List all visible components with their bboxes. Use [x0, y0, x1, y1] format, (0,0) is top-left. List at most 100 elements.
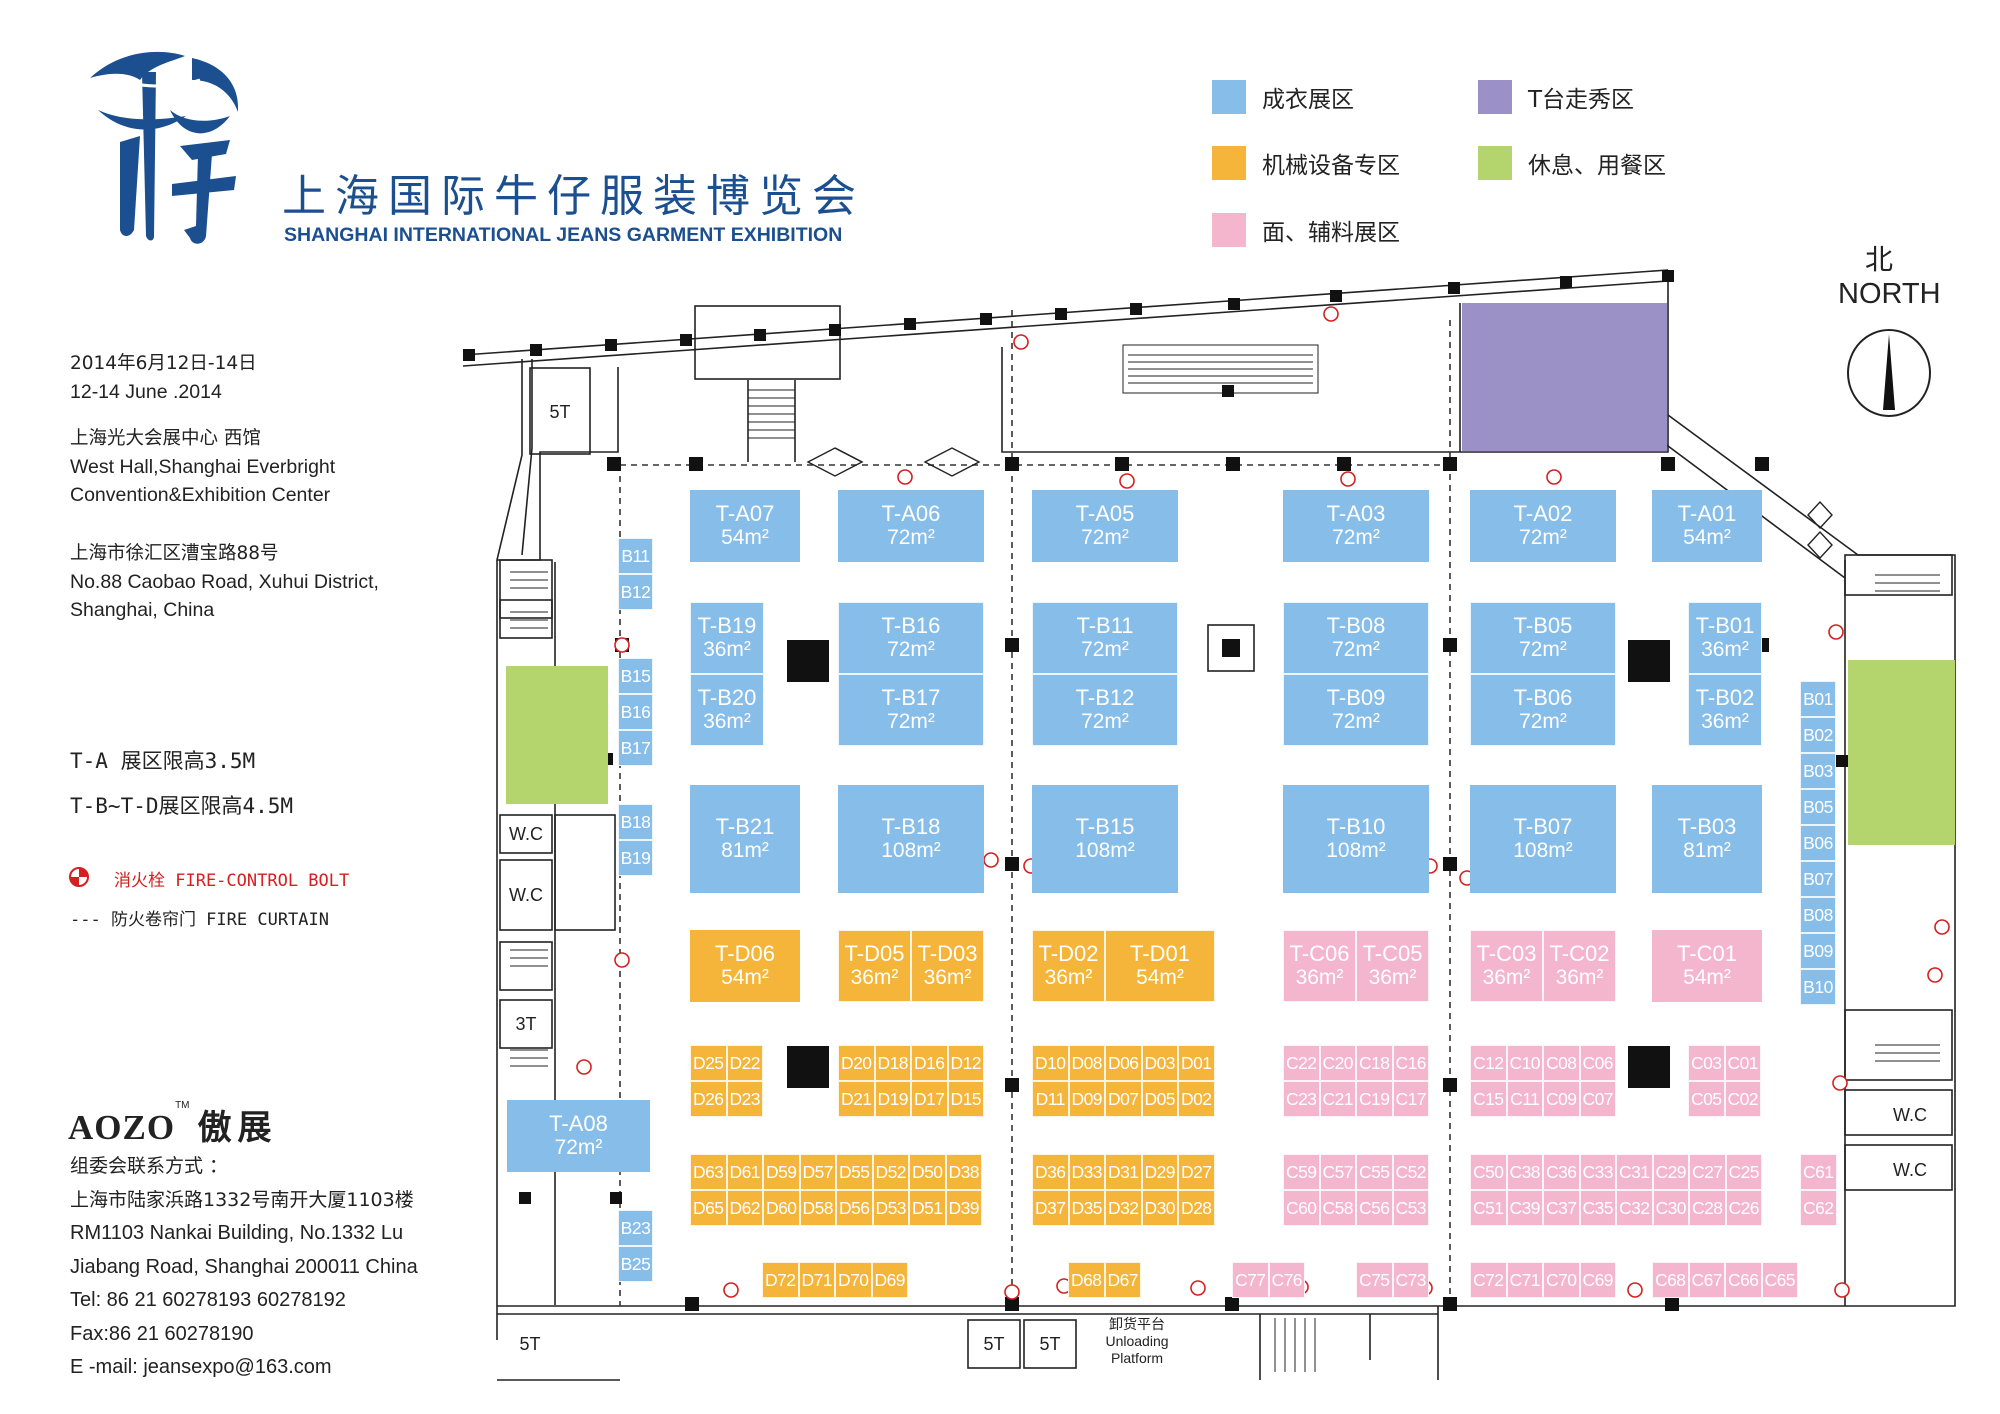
booth-b07[interactable]: B07 [1800, 861, 1836, 897]
booth-c53[interactable]: C53 [1392, 1190, 1429, 1226]
booth-c02[interactable]: C02 [1724, 1081, 1761, 1117]
booth-c37[interactable]: C37 [1543, 1190, 1580, 1226]
booth-d53[interactable]: D53 [872, 1190, 909, 1226]
booth-b25[interactable]: B25 [618, 1246, 653, 1282]
booth-d67[interactable]: D67 [1104, 1262, 1141, 1298]
booth-c62[interactable]: C62 [1800, 1190, 1837, 1226]
booth-c03[interactable]: C03 [1688, 1045, 1725, 1081]
booth-d70[interactable]: D70 [835, 1262, 872, 1298]
booth-d29[interactable]: D29 [1141, 1154, 1178, 1190]
booth-c55[interactable]: C55 [1356, 1154, 1393, 1190]
booth-d15[interactable]: D15 [947, 1081, 984, 1117]
booth-c73[interactable]: C73 [1392, 1262, 1429, 1298]
booth-d27[interactable]: D27 [1178, 1154, 1215, 1190]
booth-d65[interactable]: D65 [690, 1190, 727, 1226]
booth-d56[interactable]: D56 [836, 1190, 873, 1226]
booth-d72[interactable]: D72 [762, 1262, 799, 1298]
booth-c67[interactable]: C67 [1688, 1262, 1725, 1298]
booth-d69[interactable]: D69 [871, 1262, 908, 1298]
booth-b10[interactable]: B10 [1800, 969, 1836, 1005]
booth-c36[interactable]: C36 [1543, 1154, 1580, 1190]
booth-d59[interactable]: D59 [763, 1154, 800, 1190]
booth-d61[interactable]: D61 [726, 1154, 763, 1190]
booth-c60[interactable]: C60 [1283, 1190, 1320, 1226]
booth-c05[interactable]: C05 [1688, 1081, 1725, 1117]
booth-c59[interactable]: C59 [1283, 1154, 1320, 1190]
booth-c38[interactable]: C38 [1506, 1154, 1543, 1190]
booth-d12[interactable]: D12 [947, 1045, 984, 1081]
booth-d03[interactable]: D03 [1141, 1045, 1178, 1081]
booth-c17[interactable]: C17 [1392, 1081, 1429, 1117]
booth-d22[interactable]: D22 [726, 1045, 763, 1081]
booth-d11[interactable]: D11 [1032, 1081, 1069, 1117]
booth-d33[interactable]: D33 [1068, 1154, 1105, 1190]
booth-c77[interactable]: C77 [1232, 1262, 1269, 1298]
booth-c28[interactable]: C28 [1689, 1190, 1726, 1226]
booth-b09[interactable]: B09 [1800, 933, 1836, 969]
booth-c21[interactable]: C21 [1319, 1081, 1356, 1117]
booth-d09[interactable]: D09 [1068, 1081, 1105, 1117]
booth-c68[interactable]: C68 [1652, 1262, 1689, 1298]
booth-c15[interactable]: C15 [1470, 1081, 1507, 1117]
booth-d57[interactable]: D57 [799, 1154, 836, 1190]
booth-c27[interactable]: C27 [1689, 1154, 1726, 1190]
booth-d58[interactable]: D58 [799, 1190, 836, 1226]
booth-d60[interactable]: D60 [763, 1190, 800, 1226]
booth-d16[interactable]: D16 [911, 1045, 948, 1081]
booth-d62[interactable]: D62 [726, 1190, 763, 1226]
booth-b18[interactable]: B18 [618, 804, 653, 840]
booth-d07[interactable]: D07 [1105, 1081, 1142, 1117]
booth-d50[interactable]: D50 [909, 1154, 946, 1190]
booth-c12[interactable]: C12 [1470, 1045, 1507, 1081]
booth-d25[interactable]: D25 [690, 1045, 727, 1081]
booth-c61[interactable]: C61 [1800, 1154, 1837, 1190]
booth-c11[interactable]: C11 [1506, 1081, 1543, 1117]
booth-d19[interactable]: D19 [874, 1081, 911, 1117]
booth-d68[interactable]: D68 [1068, 1262, 1105, 1298]
booth-d35[interactable]: D35 [1068, 1190, 1105, 1226]
booth-b12[interactable]: B12 [618, 574, 653, 610]
booth-c75[interactable]: C75 [1356, 1262, 1393, 1298]
booth-c01[interactable]: C01 [1724, 1045, 1761, 1081]
booth-c10[interactable]: C10 [1506, 1045, 1543, 1081]
booth-c29[interactable]: C29 [1652, 1154, 1689, 1190]
booth-c50[interactable]: C50 [1470, 1154, 1507, 1190]
booth-d06[interactable]: D06 [1105, 1045, 1142, 1081]
booth-c22[interactable]: C22 [1283, 1045, 1320, 1081]
booth-c35[interactable]: C35 [1579, 1190, 1616, 1226]
booth-c06[interactable]: C06 [1579, 1045, 1616, 1081]
booth-d18[interactable]: D18 [874, 1045, 911, 1081]
booth-c16[interactable]: C16 [1392, 1045, 1429, 1081]
booth-d38[interactable]: D38 [945, 1154, 982, 1190]
booth-c51[interactable]: C51 [1470, 1190, 1507, 1226]
booth-c56[interactable]: C56 [1356, 1190, 1393, 1226]
booth-d52[interactable]: D52 [872, 1154, 909, 1190]
booth-b01[interactable]: B01 [1800, 681, 1836, 717]
booth-d02[interactable]: D02 [1178, 1081, 1215, 1117]
booth-c66[interactable]: C66 [1725, 1262, 1762, 1298]
booth-c18[interactable]: C18 [1356, 1045, 1393, 1081]
